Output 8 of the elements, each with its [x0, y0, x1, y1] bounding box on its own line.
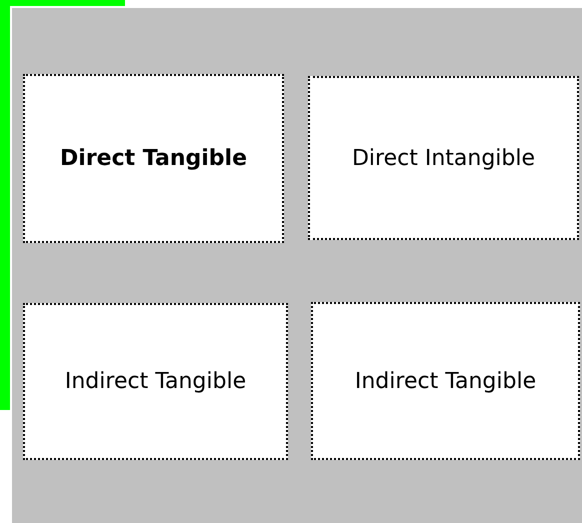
category-box	[23, 303, 288, 460]
box-label: Direct Intangible	[352, 146, 536, 170]
category-box	[308, 76, 579, 240]
box-label: Indirect Tangible	[354, 368, 536, 394]
category-box	[311, 302, 580, 460]
box-label: Direct Tangible	[60, 146, 247, 171]
category-box	[23, 74, 284, 243]
box-label: Indirect Tangible	[64, 369, 246, 394]
